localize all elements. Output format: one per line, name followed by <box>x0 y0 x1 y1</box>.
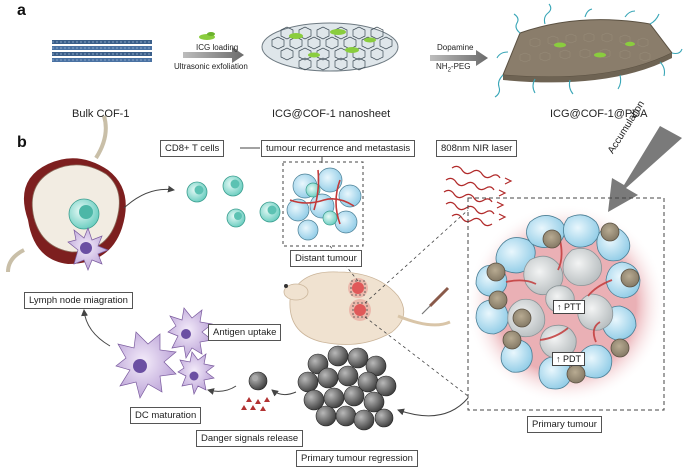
antigen-uptake-box: Antigen uptake <box>208 324 282 341</box>
icg-loading-label: ICG loading <box>196 43 239 52</box>
distant-tumour-box: Distant tumour <box>290 250 362 267</box>
nh2-peg-label: NH2-PEG <box>436 62 471 74</box>
antigen-ball <box>248 371 268 391</box>
distant-tumour-cluster <box>286 167 362 241</box>
dopamine-label: Dopamine <box>437 43 474 52</box>
dc-nuclei <box>133 329 199 381</box>
distant-tumour-frame <box>282 161 364 247</box>
flow-arrows <box>81 185 469 417</box>
dc-maturation-box: DC maturation <box>130 407 202 424</box>
t-cells-group <box>186 175 281 228</box>
lymph-node-graphic <box>6 115 126 273</box>
primary-leader-top <box>364 209 469 304</box>
dendritic-cells <box>115 307 215 399</box>
panel-a-label: a <box>17 2 26 19</box>
ptt-tag: ↑ PTT <box>553 300 585 314</box>
nanosheet-graphic <box>261 22 399 72</box>
pdt-tag: ↑ PDT <box>552 352 586 366</box>
primary-site-marker <box>352 302 368 318</box>
pda-caption: ICG@COF-1@PDA <box>550 108 648 120</box>
lymph-node-box: Lymph node miagration <box>24 292 133 309</box>
cd8-t-cells-box: CD8+ T cells <box>160 140 225 157</box>
distant-site-marker <box>350 280 366 296</box>
bulk-cof-stack <box>52 40 152 62</box>
arrow-dopamine <box>430 50 488 66</box>
bulk-cof-caption: Bulk COF-1 <box>72 108 130 120</box>
nanosheet-caption: ICG@COF-1 nanosheet <box>272 108 391 120</box>
laser-waves <box>443 165 513 227</box>
pda-coated-sheet <box>494 3 683 98</box>
primary-leader-bottom <box>364 316 469 397</box>
mouse-graphic <box>283 271 451 345</box>
accumulation-arrow <box>608 126 682 212</box>
primary-regression-box: Primary tumour regression <box>296 450 418 467</box>
recurrence-box: tumour recurrence and metastasis <box>261 140 416 157</box>
primary-tumour-box: Primary tumour <box>527 416 602 433</box>
panel-b-label: b <box>17 134 27 151</box>
danger-signal-triangles <box>241 397 270 411</box>
danger-signals-box: Danger signals release <box>196 430 304 447</box>
regression-tumour-mass <box>297 345 397 431</box>
laser-box: 808nm NIR laser <box>436 140 518 157</box>
arrow-icg-loading <box>183 32 244 63</box>
ultrasonic-exfoliation-text: Ultrasonic exfoliation <box>174 62 248 71</box>
